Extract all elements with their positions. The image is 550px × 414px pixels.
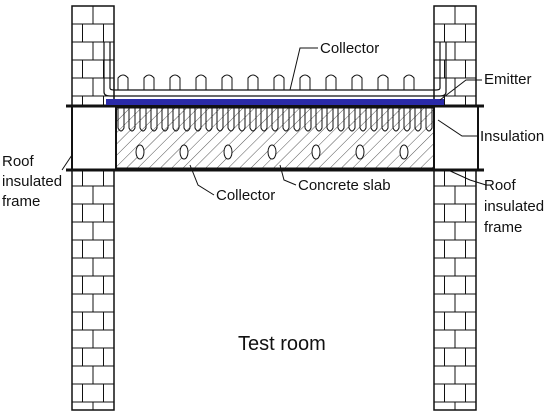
- insulation-fin: [381, 106, 389, 132]
- collector-pipe: [355, 144, 365, 160]
- insulation-fin: [139, 106, 147, 132]
- insulation-fin: [293, 106, 301, 132]
- emitter-plate: [106, 99, 444, 105]
- label-collector-bottom: Collector: [216, 187, 275, 204]
- top-collector-loops: [117, 74, 415, 90]
- label-collector-top: Collector: [320, 40, 379, 57]
- insulation-fins: [117, 106, 433, 132]
- insulation-fin: [359, 106, 367, 132]
- left-brick-wall: [71, 5, 115, 411]
- insulation-fin: [117, 106, 125, 132]
- insulation-fin: [238, 106, 246, 132]
- insulation-fin: [271, 106, 279, 132]
- collector-pipe: [399, 144, 409, 160]
- collector-loop: [247, 74, 259, 90]
- collector-loop: [351, 74, 363, 90]
- bottom-collector-pipes: [135, 144, 409, 160]
- insulation-fin: [304, 106, 312, 132]
- label-test-room: Test room: [238, 333, 326, 355]
- collector-loop: [403, 74, 415, 90]
- label-emitter: Emitter: [484, 71, 532, 88]
- collector-loop: [195, 74, 207, 90]
- collector-loop: [325, 74, 337, 90]
- insulation-fin: [194, 106, 202, 132]
- collector-pipe: [179, 144, 189, 160]
- insulation-fin: [183, 106, 191, 132]
- insulation-fin: [172, 106, 180, 132]
- collector-loop: [221, 74, 233, 90]
- label-concrete-slab: Concrete slab: [298, 177, 391, 194]
- insulation-fin: [392, 106, 400, 132]
- insulation-fin: [370, 106, 378, 132]
- collector-loop: [299, 74, 311, 90]
- collector-pipe: [311, 144, 321, 160]
- collector-pipe: [223, 144, 233, 160]
- insulation-fin: [150, 106, 158, 132]
- insulation-fin: [326, 106, 334, 132]
- insulation-fin: [425, 106, 433, 132]
- collector-loop: [377, 74, 389, 90]
- insulation-fin: [260, 106, 268, 132]
- label-roof-frame-right-1: Roof: [484, 177, 517, 194]
- label-roof-frame-left-1: Roof: [2, 153, 35, 170]
- label-roof-frame-left-2: insulated: [2, 173, 62, 190]
- label-roof-frame-right-2: insulated: [484, 198, 544, 215]
- insulation-fin: [282, 106, 290, 132]
- top-collector: [103, 42, 447, 97]
- label-insulation: Insulation: [480, 128, 544, 145]
- insulation-fin: [161, 106, 169, 132]
- label-roof-frame-left-3: frame: [2, 193, 40, 210]
- insulation-fin: [348, 106, 356, 132]
- collector-loop: [117, 74, 129, 90]
- roof-insulated-frame-left: [71, 105, 117, 171]
- insulation-fin: [128, 106, 136, 132]
- insulation-fin: [414, 106, 422, 132]
- insulation-fin: [337, 106, 345, 132]
- collector-loop: [273, 74, 285, 90]
- collector-loop: [169, 74, 181, 90]
- collector-pipe: [135, 144, 145, 160]
- insulation-fin: [249, 106, 257, 132]
- right-brick-wall: [433, 5, 477, 411]
- insulation-fin: [216, 106, 224, 132]
- insulation-fin: [205, 106, 213, 132]
- insulation-fin: [227, 106, 235, 132]
- wall-outline: [71, 5, 115, 411]
- label-roof-frame-right-3: frame: [484, 219, 522, 236]
- collector-pipe: [267, 144, 277, 160]
- callout-lines: [61, 47, 487, 196]
- collector-loop: [143, 74, 155, 90]
- roof-insulated-frame-right: [433, 105, 479, 171]
- insulation-fin: [403, 106, 411, 132]
- insulation-fin: [315, 106, 323, 132]
